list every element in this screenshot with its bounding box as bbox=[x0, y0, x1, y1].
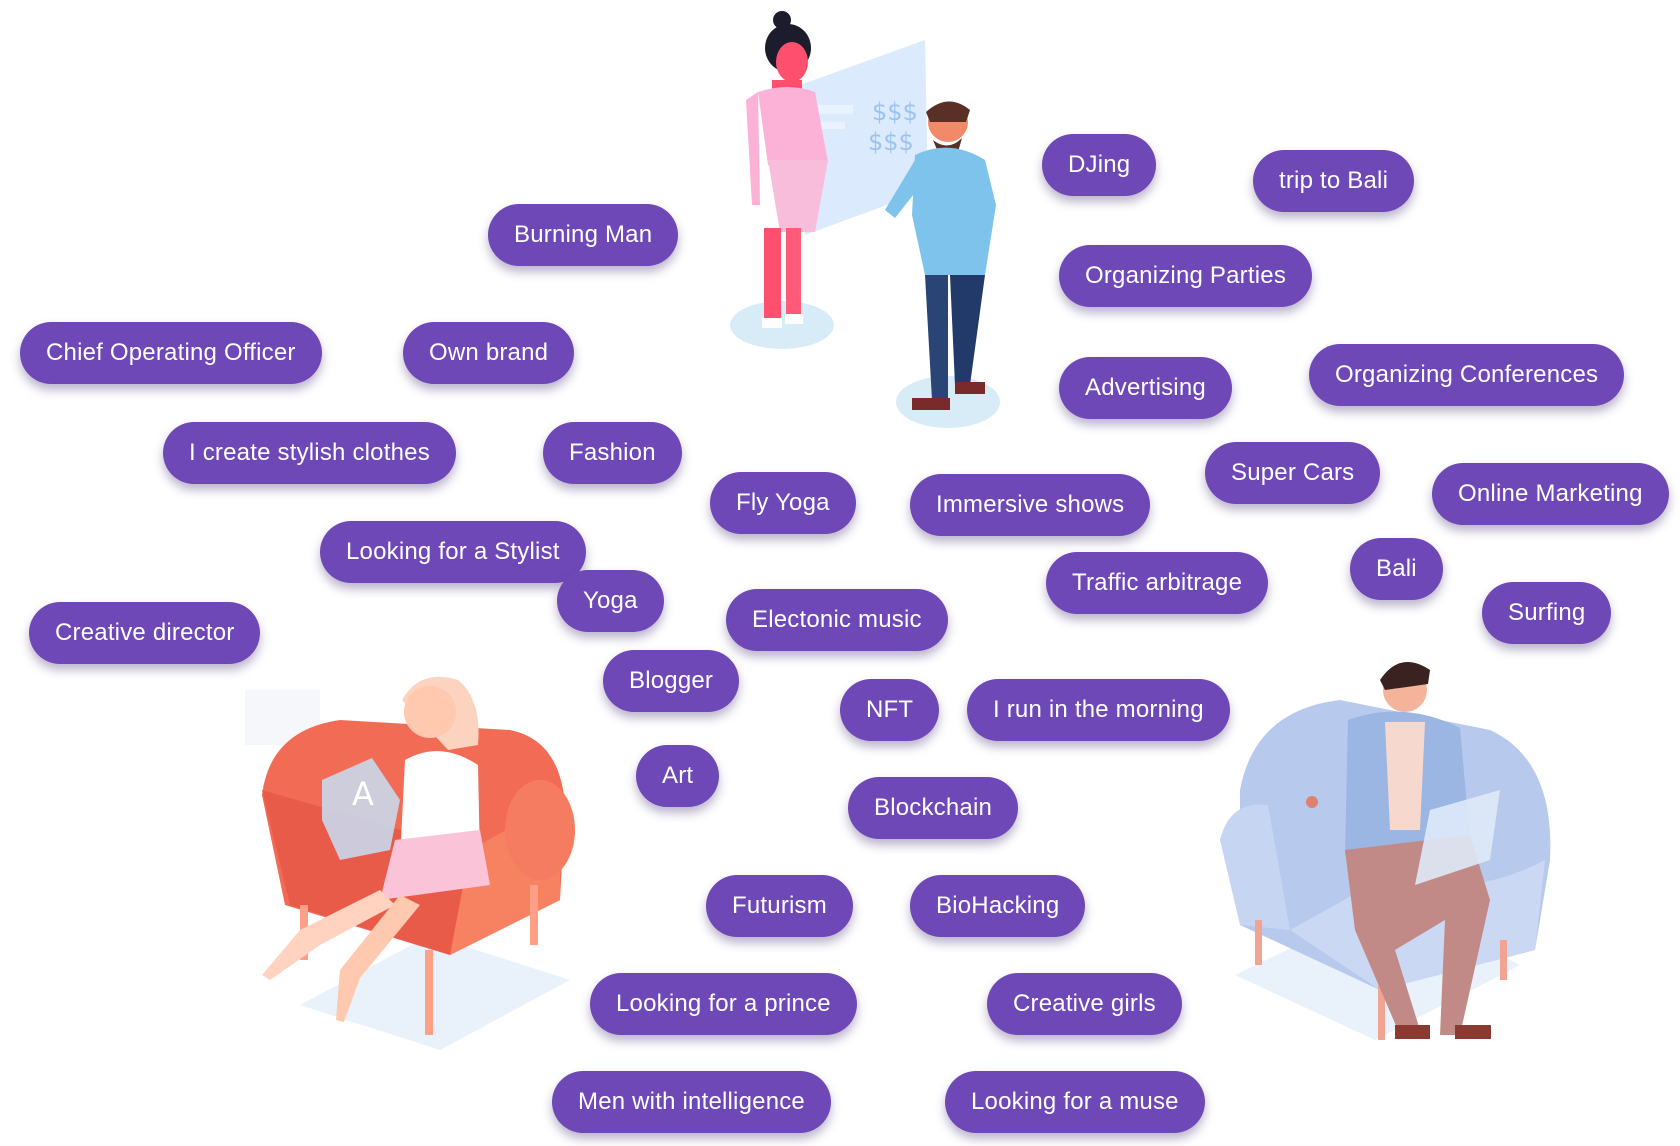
woman-armchair-illustration: A bbox=[245, 676, 575, 1050]
tag-advertising[interactable]: Advertising bbox=[1059, 357, 1232, 419]
svg-text:A: A bbox=[352, 775, 374, 813]
tag-blockchain[interactable]: Blockchain bbox=[848, 777, 1019, 839]
tag-art[interactable]: Art bbox=[636, 745, 720, 807]
svg-text:$$$: $$$ bbox=[868, 128, 914, 156]
tag-bali[interactable]: Bali bbox=[1350, 538, 1443, 600]
tag-looking-for-a-prince[interactable]: Looking for a prince bbox=[590, 973, 857, 1035]
tag-burning-man[interactable]: Burning Man bbox=[488, 204, 679, 266]
tag-fly-yoga[interactable]: Fly Yoga bbox=[710, 472, 856, 534]
tag-i-run-in-the-morning[interactable]: I run in the morning bbox=[967, 679, 1230, 741]
woman-man-dollar-card-illustration: $$$ $$$ bbox=[730, 11, 1000, 428]
tag-yoga[interactable]: Yoga bbox=[557, 570, 664, 632]
tag-trip-to-bali[interactable]: trip to Bali bbox=[1253, 150, 1415, 212]
tag-super-cars[interactable]: Super Cars bbox=[1205, 442, 1381, 504]
tag-surfing[interactable]: Surfing bbox=[1482, 582, 1612, 644]
tag-looking-for-a-stylist[interactable]: Looking for a Stylist bbox=[320, 521, 586, 583]
tag-chief-operating-officer[interactable]: Chief Operating Officer bbox=[20, 322, 322, 384]
tag-blogger[interactable]: Blogger bbox=[603, 650, 740, 712]
tag-creative-girls[interactable]: Creative girls bbox=[987, 973, 1182, 1035]
tag-fashion[interactable]: Fashion bbox=[543, 422, 682, 484]
tag-nft[interactable]: NFT bbox=[840, 679, 940, 741]
tag-i-create-stylish-clothes[interactable]: I create stylish clothes bbox=[163, 422, 456, 484]
man-armchair-laptop-illustration bbox=[1220, 662, 1551, 1040]
tag-futurism[interactable]: Futurism bbox=[706, 875, 853, 937]
tag-electonic-music[interactable]: Electonic music bbox=[726, 589, 948, 651]
tag-online-marketing[interactable]: Online Marketing bbox=[1432, 463, 1669, 525]
tag-men-with-intelligence[interactable]: Men with intelligence bbox=[552, 1071, 831, 1133]
svg-text:$$$: $$$ bbox=[872, 98, 918, 126]
tag-immersive-shows[interactable]: Immersive shows bbox=[910, 474, 1151, 536]
tag-looking-for-a-muse[interactable]: Looking for a muse bbox=[945, 1071, 1205, 1133]
tag-creative-director[interactable]: Creative director bbox=[29, 602, 261, 664]
tag-djing[interactable]: DJing bbox=[1042, 134, 1157, 196]
tag-organizing-parties[interactable]: Organizing Parties bbox=[1059, 245, 1313, 307]
tag-organizing-conferences[interactable]: Organizing Conferences bbox=[1309, 344, 1625, 406]
tag-traffic-arbitrage[interactable]: Traffic arbitrage bbox=[1046, 552, 1269, 614]
tag-own-brand[interactable]: Own brand bbox=[403, 322, 575, 384]
tag-biohacking[interactable]: BioHacking bbox=[910, 875, 1086, 937]
